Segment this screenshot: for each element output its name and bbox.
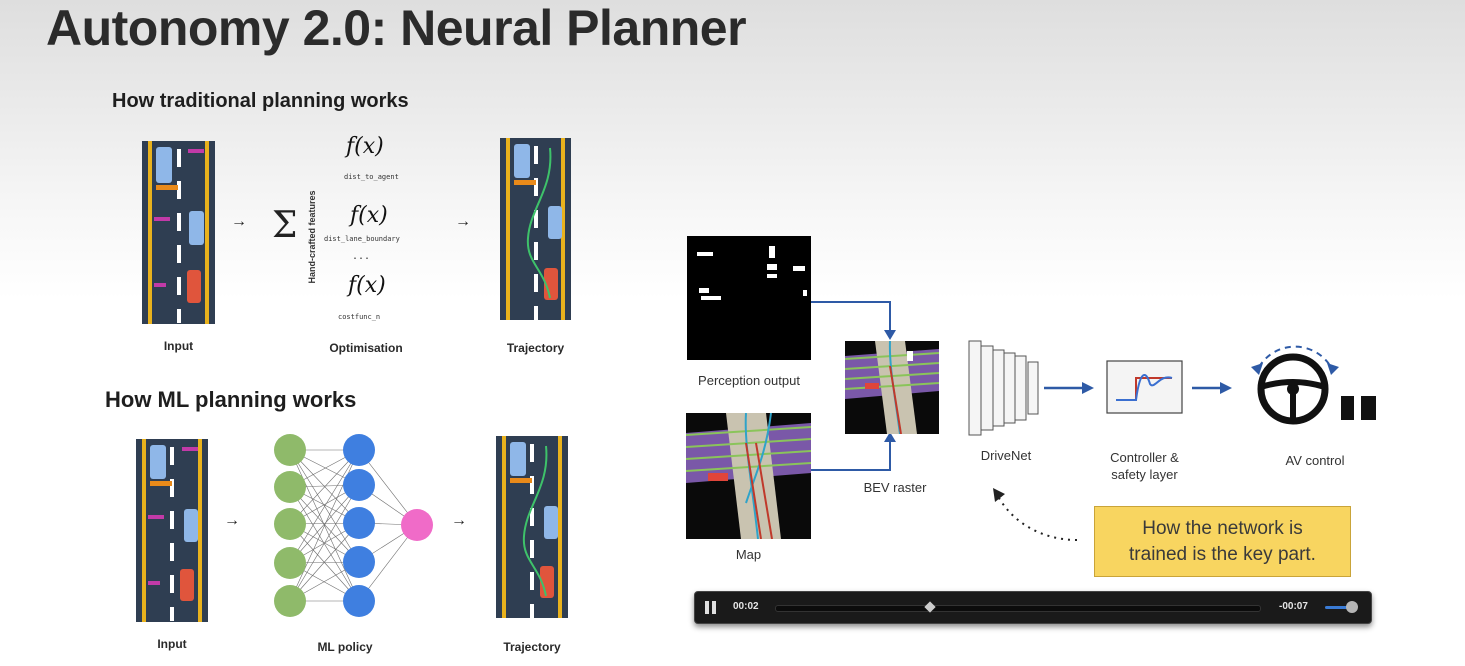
volume-handle[interactable] bbox=[1346, 601, 1358, 613]
traditional-trajectory-label: Trajectory bbox=[506, 341, 565, 355]
car-icon bbox=[184, 509, 198, 542]
drivenet-label: DriveNet bbox=[980, 448, 1032, 463]
input-connector-arrows bbox=[811, 301, 896, 471]
feature-label: dist_lane_boundary bbox=[324, 235, 400, 243]
slide-title: Autonomy 2.0: Neural Planner bbox=[46, 0, 747, 56]
video-player-bar: 00:02 -00:07 bbox=[694, 591, 1372, 624]
pedal-icon bbox=[1341, 396, 1354, 420]
bev-raster-image bbox=[845, 341, 939, 434]
trajectory-path bbox=[522, 445, 548, 597]
ego-car-icon bbox=[187, 270, 201, 303]
function-icon: f(x) bbox=[348, 273, 386, 298]
volume-slider[interactable] bbox=[1325, 606, 1352, 609]
pause-button[interactable] bbox=[705, 601, 717, 614]
controller-label: Controller & safety layer bbox=[1110, 450, 1179, 482]
traditional-input-road bbox=[142, 141, 215, 324]
drivenet-diagram bbox=[968, 340, 1039, 436]
pedal-icon bbox=[1361, 396, 1376, 420]
key-part-callout: How the network is trained is the key pa… bbox=[1094, 506, 1351, 577]
car-icon bbox=[544, 506, 558, 539]
car-icon bbox=[510, 442, 526, 476]
function-icon: f(x) bbox=[346, 134, 384, 159]
arrow-icon: → bbox=[224, 512, 240, 529]
av-control-label: AV control bbox=[1285, 453, 1345, 468]
traditional-input-label: Input bbox=[163, 339, 194, 353]
map-label: Map bbox=[735, 547, 762, 562]
map-image bbox=[686, 413, 811, 539]
feature-label: costfunc_n bbox=[338, 313, 381, 321]
car-icon bbox=[548, 206, 562, 239]
optimisation-label: Optimisation bbox=[329, 341, 403, 355]
bev-raster-label: BEV raster bbox=[863, 480, 927, 495]
hand-crafted-features-label: Hand-crafted features bbox=[307, 190, 317, 284]
ml-policy-label: ML policy bbox=[317, 640, 373, 654]
arrow-icon bbox=[1044, 382, 1094, 394]
elapsed-time: 00:02 bbox=[733, 601, 759, 612]
car-icon bbox=[156, 147, 172, 183]
sum-icon: Σ bbox=[272, 205, 298, 246]
ml-trajectory-road bbox=[496, 436, 568, 618]
function-icon: f(x) bbox=[350, 203, 388, 228]
feature-label: dist_to_agent bbox=[344, 173, 399, 181]
ego-car-icon bbox=[180, 569, 194, 601]
arrow-icon: → bbox=[231, 213, 247, 230]
car-icon bbox=[514, 144, 530, 178]
car-icon bbox=[150, 445, 166, 479]
neural-network-diagram bbox=[274, 434, 433, 617]
dotted-pointer-arrow bbox=[993, 488, 1078, 541]
ml-trajectory-label: Trajectory bbox=[503, 640, 561, 654]
car-icon bbox=[189, 211, 204, 245]
controller-diagram bbox=[1106, 360, 1183, 414]
perception-output-image bbox=[687, 236, 811, 360]
trajectory-path bbox=[526, 147, 552, 299]
remaining-time: -00:07 bbox=[1279, 601, 1308, 612]
traditional-trajectory-road bbox=[500, 138, 571, 320]
steering-wheel-icon bbox=[1251, 345, 1339, 425]
seek-bar[interactable] bbox=[775, 605, 1261, 612]
traditional-heading: How traditional planning works bbox=[112, 90, 409, 112]
arrow-icon: → bbox=[455, 213, 471, 230]
ellipsis: ... bbox=[352, 251, 371, 262]
arrow-icon bbox=[1192, 382, 1232, 394]
ml-input-label: Input bbox=[157, 637, 187, 651]
arrow-icon: → bbox=[451, 512, 467, 529]
perception-output-label: Perception output bbox=[698, 373, 800, 388]
ml-heading: How ML planning works bbox=[105, 387, 357, 412]
ml-input-road bbox=[136, 439, 208, 622]
